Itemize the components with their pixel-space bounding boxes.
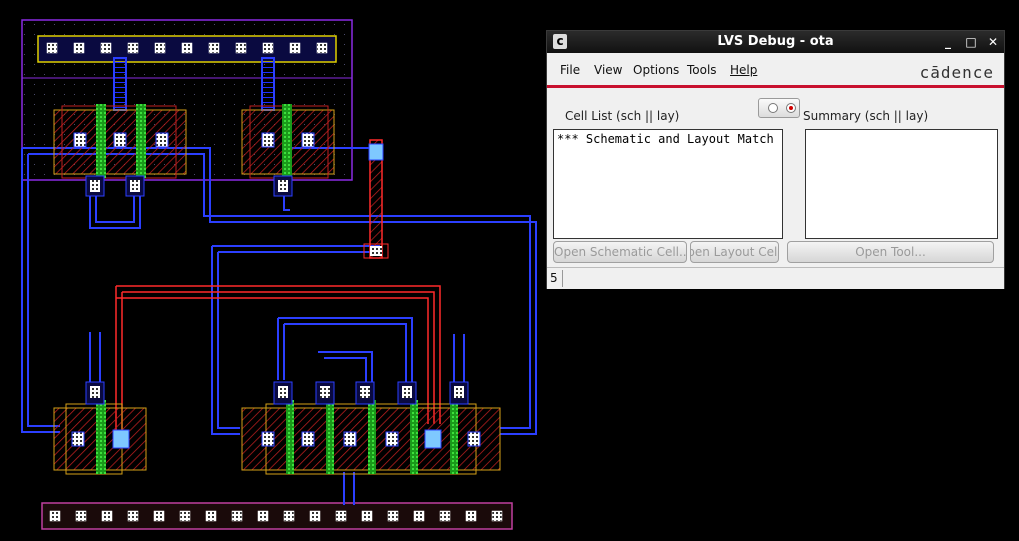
- list-item[interactable]: *** Schematic and Layout Match: [557, 132, 774, 146]
- app-icon: c: [553, 34, 567, 49]
- menu-tools[interactable]: Tools: [687, 63, 717, 77]
- toggle-right-radio[interactable]: [786, 103, 796, 113]
- accent-divider: [547, 85, 1004, 88]
- bottom-nmos-array: [241, 381, 501, 475]
- bottom-nmos-left: [53, 381, 147, 475]
- poly-connector-vertical: [363, 139, 389, 259]
- status-value: 5: [550, 271, 558, 285]
- open-schematic-cell-button[interactable]: Open Schematic Cell...: [553, 241, 687, 263]
- open-layout-cell-button[interactable]: Open Layout Cell...: [690, 241, 779, 263]
- close-icon[interactable]: ✕: [987, 35, 999, 49]
- top-pmos-left: [53, 104, 187, 197]
- view-toggle[interactable]: [758, 98, 800, 118]
- status-bar: 5: [547, 267, 1004, 289]
- top-supply-rail: [37, 35, 337, 63]
- open-tool-button[interactable]: Open Tool...: [787, 241, 994, 263]
- summary-label: Summary (sch || lay): [803, 109, 929, 123]
- cell-list-box[interactable]: *** Schematic and Layout Match: [553, 129, 783, 239]
- menu-view[interactable]: View: [594, 63, 623, 77]
- toggle-left-radio[interactable]: [768, 103, 778, 113]
- top-pmos-right: [241, 104, 335, 197]
- title-bar[interactable]: c LVS Debug - ota _ □ ✕: [547, 31, 1004, 53]
- window-title: LVS Debug - ota: [717, 34, 834, 49]
- menu-help[interactable]: Help: [730, 63, 758, 77]
- maximize-icon[interactable]: □: [965, 35, 977, 49]
- minimize-icon[interactable]: _: [945, 35, 951, 49]
- open-layout-cell-label: Open Layout Cell...: [691, 245, 778, 259]
- menu-options[interactable]: Options: [633, 63, 680, 77]
- menu-file[interactable]: File: [560, 63, 581, 77]
- cadence-logo: cādence: [919, 63, 994, 82]
- bottom-supply-rail: [41, 502, 513, 530]
- summary-box[interactable]: [805, 129, 998, 239]
- menu-bar: File View Options Tools Help cādence: [547, 55, 1004, 85]
- cell-list-label: Cell List (sch || lay): [565, 109, 680, 123]
- status-separator: [562, 270, 563, 287]
- lvs-debug-window: c LVS Debug - ota _ □ ✕ File View Option…: [546, 30, 1005, 289]
